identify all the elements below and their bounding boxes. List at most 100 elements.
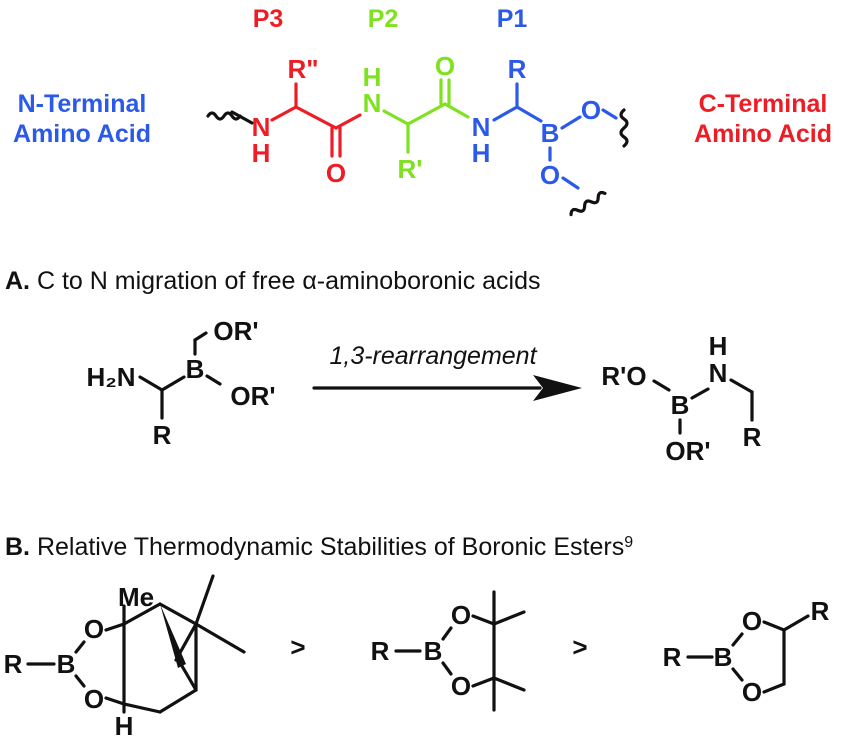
greater-than-1: > [290,632,305,662]
bond [74,640,86,654]
p3-label: P3 [253,5,284,33]
section-a-title: C to N migration of free α-aminoboronic … [30,267,541,295]
atom-r: R [743,422,762,452]
pinanediol-boronic-ester: R B O O Me H [4,574,246,739]
atom-b: B [424,636,443,666]
pinacol-boronic-ester: R B O O [371,590,526,712]
atom-h2n: H₂N [86,362,135,392]
n-terminal-label-line2: Amino Acid [13,120,151,148]
bond [158,688,198,714]
bond [443,102,470,119]
bond [762,682,786,694]
bond [471,676,496,688]
bond [471,614,496,626]
reference-superscript: 9 [624,534,633,551]
bond [441,626,453,641]
atom-or-prime-upper: OR' [213,316,258,346]
atom-o-lower: O [451,671,471,701]
atom-o: O [540,160,560,190]
atom-or-prime: OR' [665,436,710,466]
bond [652,379,671,392]
c-terminal-label-line1: C-Terminal [699,90,828,118]
bond [492,610,526,626]
bond [138,375,164,392]
atom-r: R [4,649,23,679]
wavy-bond-right-lower [569,190,607,217]
reactant-aminoboronate: H₂N R B OR' OR' [86,316,275,450]
substituent-r: R [811,596,830,626]
atom-o-upper: O [451,600,471,630]
bond [104,622,126,632]
atom-o: O [435,51,455,81]
bond [158,602,198,626]
section-a-letter: A. [5,267,30,295]
bond [601,108,618,120]
atom-b: B [541,118,560,148]
atom-h: H [252,138,271,168]
p3-residue: N H R" O [252,54,362,188]
atom-r-prime-o: R'O [601,361,646,391]
bond [194,622,246,654]
arrow-head [533,375,582,401]
p1-residue: N H R B O O [472,54,618,190]
bond [334,113,362,130]
section-b: B. Relative Thermodynamic Stabilities of… [4,533,830,739]
tripeptide-structure: P3 P2 P1 N-Terminal Amino Acid C-Termina… [13,5,832,217]
p1-label: P1 [497,5,528,33]
atom-o-lower: O [742,677,762,707]
section-a-heading: A. C to N migration of free α-aminoboron… [5,267,541,295]
bond [270,105,298,122]
bond [193,331,208,342]
bond [492,676,526,692]
atom-r: R [508,54,527,84]
atom-o: O [326,158,346,188]
section-b-title: Relative Thermodynamic Stabilities of Bo… [30,533,624,561]
bond [731,632,744,647]
diol-boronic-ester: R B O O R [663,596,830,707]
bond [180,664,198,692]
atom-h: H [709,331,728,361]
bond [194,574,215,626]
atom-h: H [363,62,382,92]
section-b-letter: B. [5,533,30,561]
bond [782,614,810,632]
bond [731,667,744,682]
p2-label: P2 [368,5,399,33]
bond [515,105,543,123]
atom-b: B [186,354,205,384]
atom-r: R [663,642,682,672]
bond [690,387,710,400]
bond [441,661,453,676]
bond [762,620,786,632]
c-terminal-label-line2: Amino Acid [694,120,832,148]
p2-residue: H N R' O [363,51,470,184]
bond [104,696,126,706]
bond [294,105,338,130]
atom-r: R [153,420,172,450]
atom-o-upper: O [84,614,104,644]
bond [492,105,519,122]
methyl-label: Me [118,582,154,612]
bond [382,109,410,126]
bond [122,702,162,714]
atom-o-lower: O [84,684,104,714]
atom-o: O [581,95,601,125]
wedge-bond [160,604,186,668]
atom-b: B [714,642,733,672]
bond [205,374,222,386]
greater-than-2: > [572,632,587,662]
atom-h: H [472,138,491,168]
bond [561,176,580,190]
product-aminoborane: R'O B H N R OR' [601,331,761,466]
atom-o-upper: O [742,606,762,636]
atom-n: N [472,112,491,142]
wavy-bond-right-upper [619,108,629,148]
atom-r-double-prime: R" [287,54,318,84]
atom-or-prime-lower: OR' [230,381,275,411]
n-terminal-label-line1: N-Terminal [18,90,147,118]
bond [230,110,254,125]
bond [560,115,582,130]
atom-b: B [57,649,76,679]
